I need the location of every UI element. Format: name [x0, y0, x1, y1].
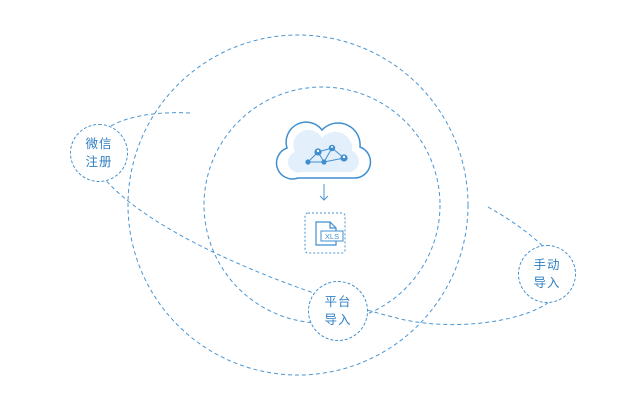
wechat-register-node[interactable]: 微信 注册 [70, 124, 128, 182]
node-label-line1: 平台 [324, 294, 352, 309]
file-type-label: XLS [325, 232, 339, 241]
node-label-line1: 微信 [85, 136, 113, 151]
node-label-line2: 导入 [533, 275, 561, 290]
manual-import-node[interactable]: 手动 导入 [518, 245, 576, 303]
platform-import-node[interactable]: 平台 导入 [308, 281, 368, 341]
cloud-network-icon [275, 121, 372, 180]
node-label-line2: 导入 [324, 312, 352, 327]
node-label-line1: 手动 [533, 257, 561, 272]
outer-orbit-circle [127, 34, 469, 376]
node-label-line2: 注册 [85, 154, 113, 169]
spreadsheet-file-icon: XLS [304, 212, 346, 254]
arrow-down-icon [319, 184, 329, 201]
diagonal-orbit-path [92, 112, 556, 326]
